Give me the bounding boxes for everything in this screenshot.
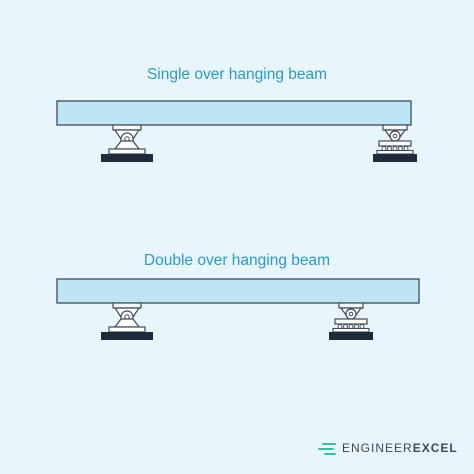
pin-support-2 — [100, 302, 154, 341]
pin-support-1 — [100, 124, 154, 163]
roller-support-1 — [372, 124, 418, 163]
speed-lines-icon — [318, 442, 338, 456]
single-overhanging-title: Single over hanging beam — [146, 66, 328, 83]
beam-1 — [56, 100, 412, 126]
beam-2 — [56, 278, 420, 304]
double-overhanging-title: Double over hanging beam — [143, 252, 331, 269]
brand-name: ENGINEEREXCEL — [342, 441, 458, 455]
brand-name-part1: ENGINEER — [342, 441, 413, 455]
roller-support-2 — [328, 302, 374, 341]
brand-name-part2: EXCEL — [412, 441, 458, 455]
engineerexcel-logo: ENGINEEREXCEL — [318, 439, 458, 459]
